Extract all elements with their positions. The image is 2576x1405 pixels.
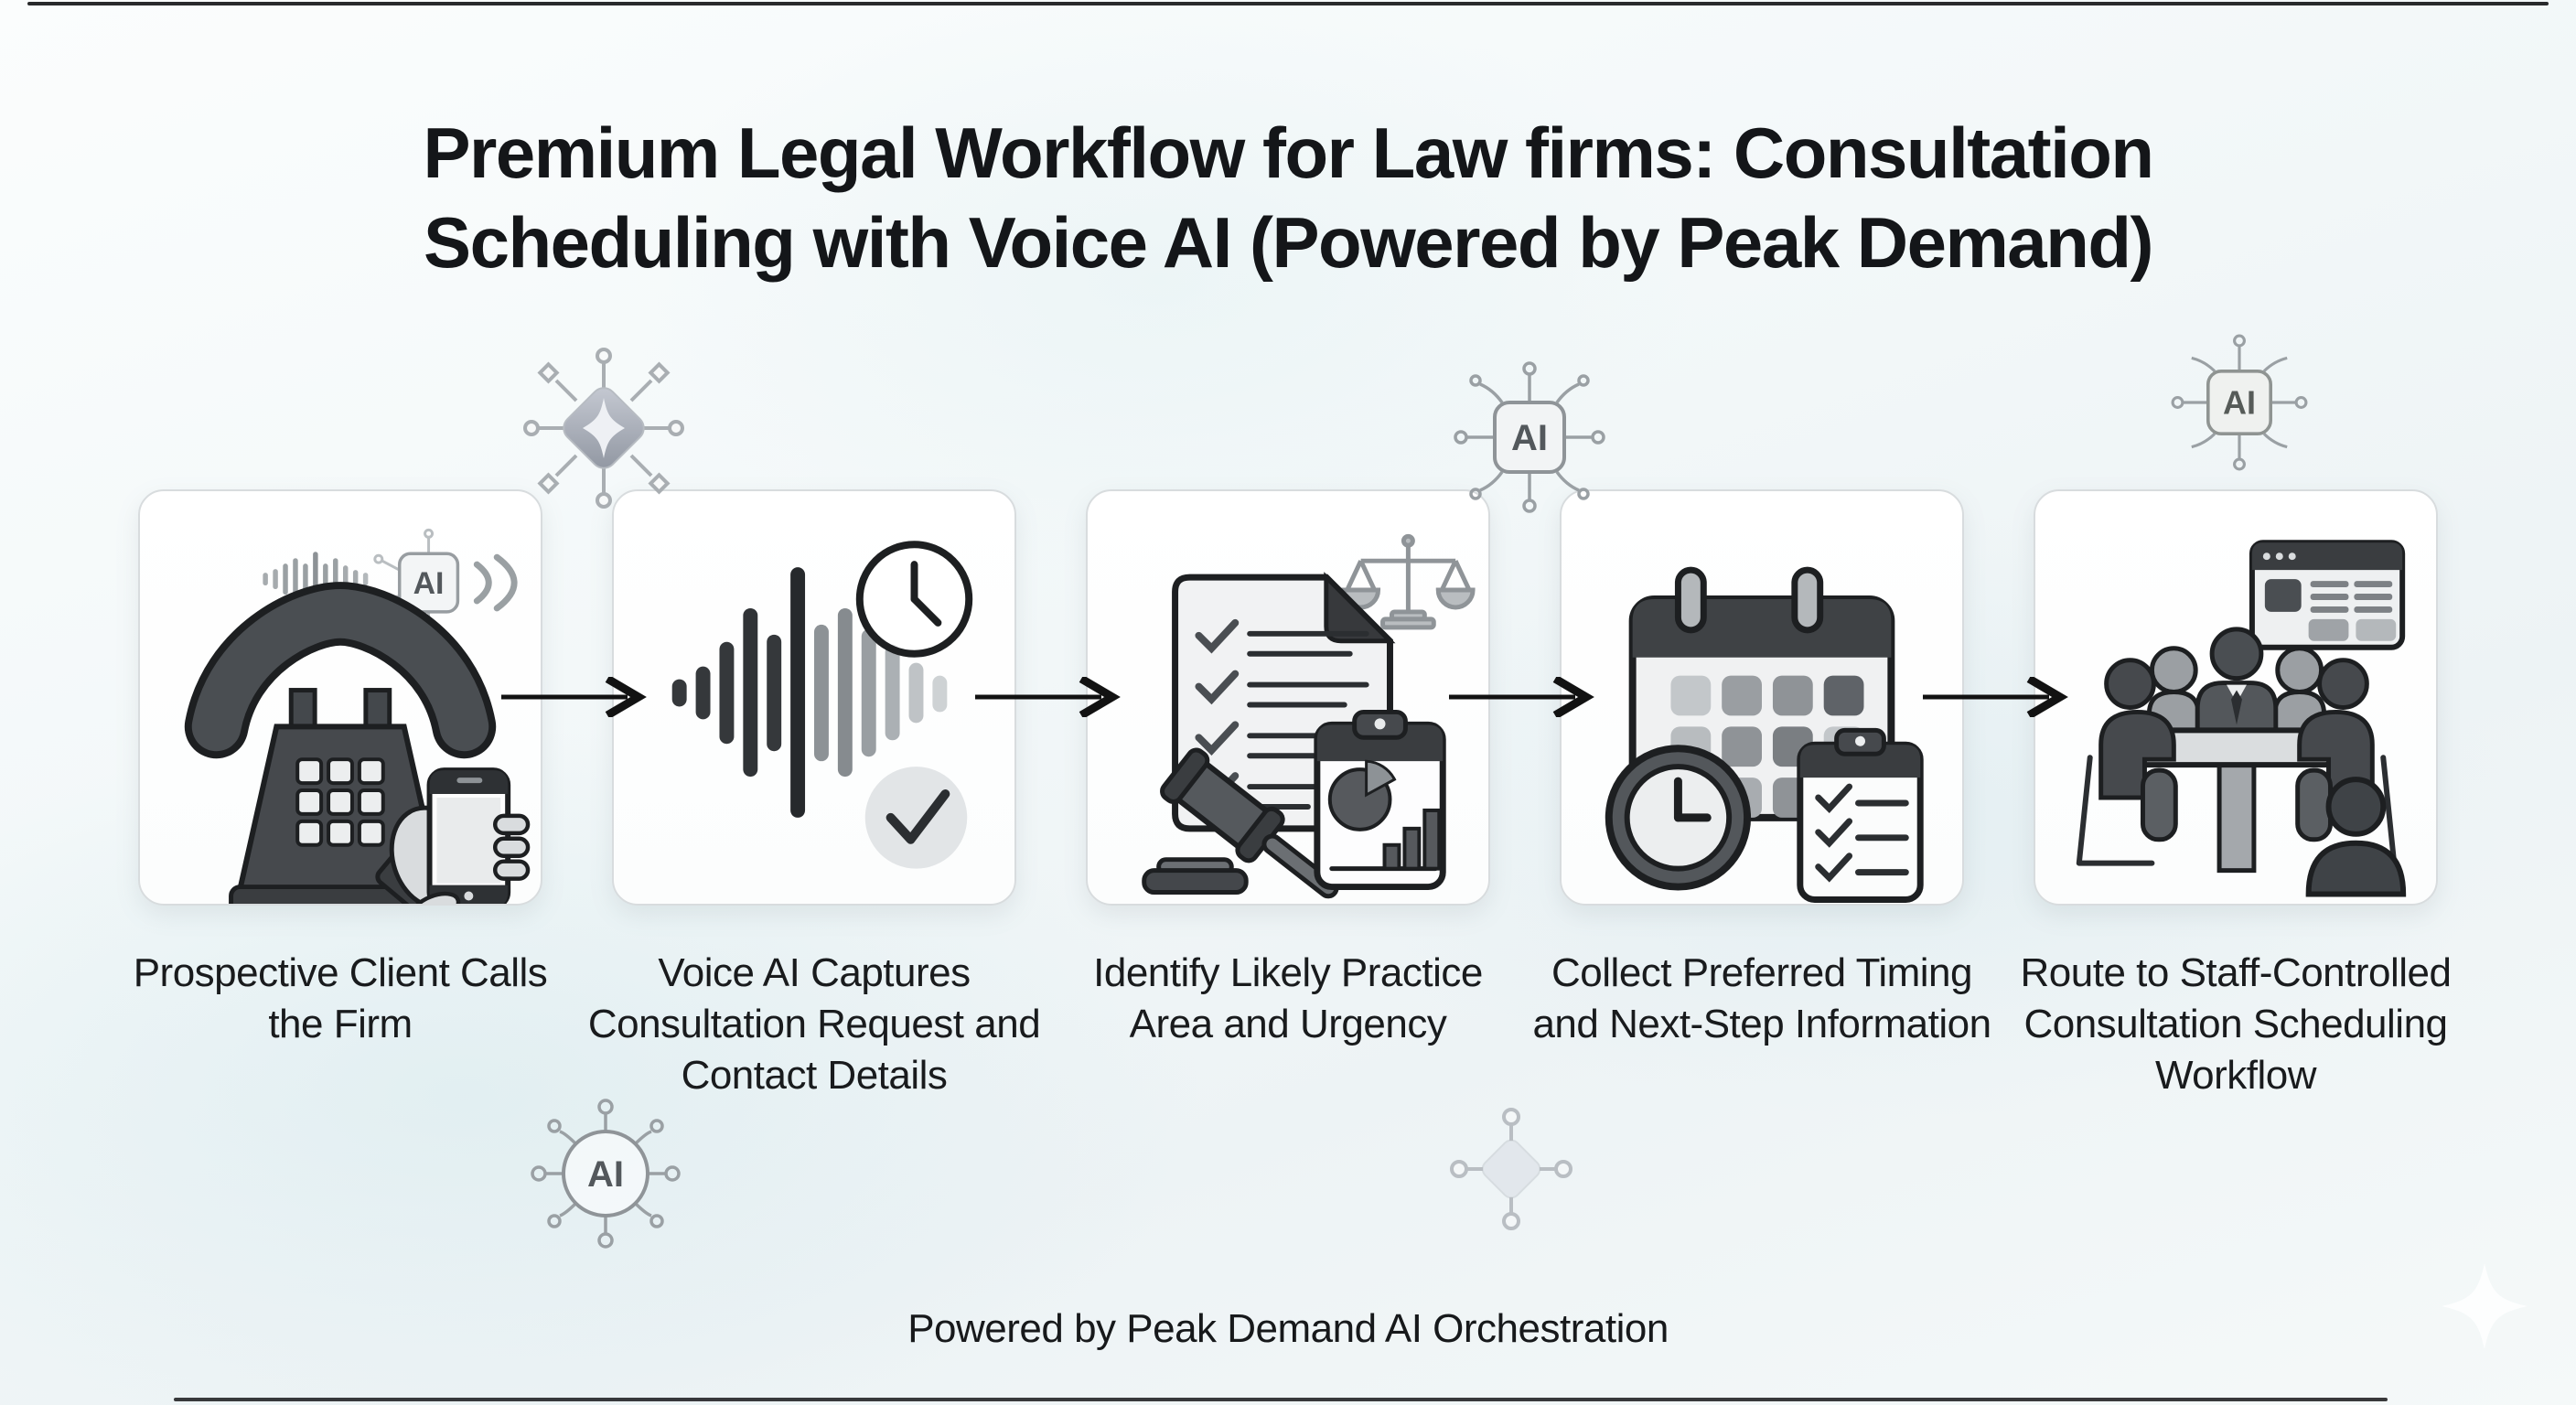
meeting-table <box>2131 727 2341 874</box>
gavel-icon <box>1142 747 1339 899</box>
legal-document-icon <box>1142 533 1476 899</box>
svg-text:AI: AI <box>587 1154 624 1195</box>
arrow-step3-step4 <box>1447 677 1603 717</box>
step-label-3: Identify Likely Practice Area and Urgenc… <box>1093 950 1483 1046</box>
waveform-bars <box>671 567 948 818</box>
ai-chip-top-right-icon: AI <box>2157 320 2322 485</box>
calendar-icon <box>1605 566 1924 903</box>
telephone-and-smartphone-icon: AI <box>184 528 531 904</box>
step-card-3 <box>1086 489 1490 906</box>
diamond-cross-icon <box>1443 1100 1580 1238</box>
sparkle-bottom-right-icon <box>2434 1256 2535 1357</box>
ai-chip-icon: AI <box>373 528 518 638</box>
step-card-1: AI <box>138 489 542 906</box>
footer-attribution: Powered by Peak Demand AI Orchestration <box>907 1306 1669 1351</box>
top-edge-line <box>27 2 2549 5</box>
browser-window-icon <box>2249 540 2406 650</box>
arrow-step2-step3 <box>973 677 1129 717</box>
ai-circle-bottom-left-icon: AI <box>523 1091 688 1256</box>
step-label-1: Prospective Client Calls the Firm <box>133 950 548 1046</box>
clipboard-chart-icon <box>1314 709 1446 891</box>
svg-text:AI: AI <box>2223 384 2256 422</box>
step-card-2 <box>612 489 1016 906</box>
meeting-people <box>2146 627 2327 738</box>
clock-icon <box>855 541 973 658</box>
telephone-keypad <box>295 757 385 847</box>
bottom-edge-line <box>174 1398 2388 1401</box>
voice-waveform-icon <box>671 541 973 869</box>
sparkle-chip-diamond-icon <box>517 341 691 515</box>
step-label-4: Collect Preferred Timing and Next-Step I… <box>1532 950 1991 1046</box>
page-title: Premium Legal Workflow for Law firms: Co… <box>0 108 2576 287</box>
staff-meeting-icon <box>2076 540 2407 897</box>
step-labels-row: Prospective Client Calls the Firm Voice … <box>0 948 2576 1101</box>
page-title-line-1: Premium Legal Workflow for Law firms: Co… <box>423 113 2154 193</box>
step-label-2: Voice AI Captures Consultation Request a… <box>587 950 1041 1098</box>
step-label-5: Route to Staff-Controlled Consultation S… <box>2020 950 2452 1098</box>
svg-text:AI: AI <box>1511 418 1548 458</box>
svg-text:AI: AI <box>413 566 445 601</box>
foreground-person-icon <box>2305 777 2407 897</box>
calendar-body <box>1628 566 1895 821</box>
seated-people <box>2076 658 2398 866</box>
clock-icon <box>1605 745 1752 891</box>
arrow-step1-step2 <box>499 677 655 717</box>
arrow-step4-step5 <box>1921 677 2077 717</box>
ai-chip-top-middle-icon: AI <box>1438 346 1621 529</box>
hand-holding-smartphone-icon <box>375 767 531 904</box>
clipboard-checklist-icon <box>1797 727 1924 903</box>
scales-of-justice-icon <box>1341 533 1476 630</box>
check-circle-icon <box>864 767 968 869</box>
step-card-4 <box>1560 489 1964 906</box>
page-title-line-2: Scheduling with Voice AI (Powered by Pea… <box>424 202 2153 283</box>
workflow-steps-row: AI <box>0 489 2576 906</box>
step-card-5 <box>2034 489 2438 906</box>
